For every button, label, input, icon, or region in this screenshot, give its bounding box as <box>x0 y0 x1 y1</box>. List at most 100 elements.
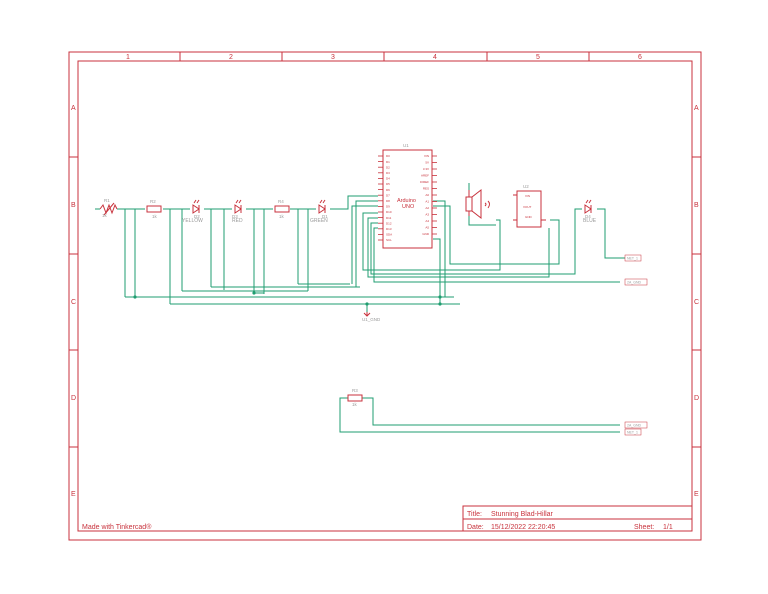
u1-pin-label-sda: SDA <box>386 233 392 237</box>
u1-pin-label-gnd: GND <box>422 232 430 236</box>
d2-value: YELLOW <box>182 218 203 224</box>
net-label-net4: 2A_GND <box>624 421 648 429</box>
junction-dot <box>438 302 442 306</box>
r4-value: 1k <box>279 214 285 219</box>
u1-name-line1: Arduino <box>397 198 416 204</box>
row-label-c-left: C <box>71 299 76 306</box>
column-label-6: 6 <box>638 54 642 61</box>
junction-dot <box>438 295 442 299</box>
u1-pin-label-a2: A2 <box>425 206 429 210</box>
u1-pin-label-33v: 3.3V <box>423 167 429 171</box>
resistor-r2[interactable]: R2 1k <box>146 199 162 219</box>
wire-d4-net <box>597 208 625 259</box>
sheet-label: Sheet: <box>634 524 654 531</box>
r2-ref: R2 <box>150 199 156 204</box>
junction-dot <box>252 291 256 295</box>
sheet-value: 1/1 <box>663 524 673 531</box>
u1-pin-label-d11: D11 <box>386 216 392 220</box>
sound-wave-icon <box>484 200 490 209</box>
u1-pin-label-d13: D13 <box>386 227 392 231</box>
u1-pin-label-ioref: IOREF <box>420 180 429 184</box>
r1-arrow <box>103 202 115 216</box>
led-d2-yellow[interactable]: D2 YELLOW <box>182 199 203 224</box>
net-label-text: NET_1 <box>627 431 638 435</box>
u1-pin-label-d4: D4 <box>386 177 390 181</box>
resistor-r1[interactable]: R1 1k <box>99 198 118 218</box>
row-label-e-right: E <box>694 491 699 498</box>
r1-value: 1k <box>102 213 108 218</box>
made-with-tinkercad: Made with Tinkercad® <box>82 523 152 531</box>
led-d1-green[interactable]: D1 GREEN <box>310 199 328 224</box>
r3-body <box>347 394 363 402</box>
column-labels: 1 2 3 4 5 6 <box>126 54 642 61</box>
u1-pin-label-a5: A5 <box>425 226 429 230</box>
r4-ref: R4 <box>278 199 284 204</box>
r4-body <box>274 205 290 213</box>
row-label-d-left: D <box>71 395 76 402</box>
d1-triangle <box>318 204 326 214</box>
u1-pin-label-d1: D1 <box>386 160 390 164</box>
u1-pin-label-d2: D2 <box>386 165 390 169</box>
r2-body <box>146 205 162 213</box>
led-d4-blue[interactable]: D4 BLUE <box>583 199 597 224</box>
u1-name-line2: UNO <box>402 204 415 210</box>
wire-u1-d10 <box>362 212 501 271</box>
wire-u1-a1 <box>433 205 560 265</box>
regulator-u2[interactable]: U2 VIN VOUT GND <box>513 184 546 228</box>
u1-pin-label-d8: D8 <box>386 199 390 203</box>
wire-u1-d13 <box>373 227 620 283</box>
u1-pin-label-d5: D5 <box>386 182 390 186</box>
wire-u1-a0 <box>433 200 446 297</box>
net-label-text: 2A_GND <box>627 424 641 428</box>
d1-value: GREEN <box>310 218 328 224</box>
wire-r3-left <box>339 397 620 433</box>
led-d3-red[interactable]: D3 RED <box>232 199 243 224</box>
d1-ref: D1 <box>322 214 328 219</box>
u2-body <box>516 190 542 228</box>
column-label-2: 2 <box>229 54 233 61</box>
d2-triangle <box>192 204 200 214</box>
sheet-frame <box>68 51 702 541</box>
date-label: Date: <box>467 524 484 531</box>
resistor-r4[interactable]: R4 1k <box>274 199 290 219</box>
u1-body <box>382 149 433 249</box>
u2-pin-gnd: GND <box>525 215 533 219</box>
wire-u1-d3 <box>351 205 378 284</box>
d2-ref: D2 <box>194 214 200 219</box>
u1-pin-label-aref: AREF <box>421 174 429 178</box>
r1-ref: R1 <box>104 198 110 203</box>
row-label-d-right: D <box>694 395 699 402</box>
u1-pin-label-d12: D12 <box>386 221 392 225</box>
junction-dot <box>365 302 369 306</box>
wires <box>95 183 625 433</box>
net-label-text: NET_1 <box>627 257 638 261</box>
row-label-b-right: B <box>694 202 699 209</box>
r2-value: 1k <box>152 214 158 219</box>
net-label-net5: NET_1 <box>624 428 642 436</box>
u1-pin-label-res: RES <box>423 187 429 191</box>
row-label-a-left: A <box>71 105 76 112</box>
u1-pin-label-d6: D6 <box>386 188 390 192</box>
arduino-uno-u1[interactable]: U1 Arduino UNO D0D1D2D3D4D5D6D7D8D9D10D1… <box>378 143 437 249</box>
u1-pin-label-scl: SCL <box>386 238 392 242</box>
d3-value: RED <box>232 218 243 224</box>
column-label-1: 1 <box>126 54 130 61</box>
u1-pin-label-d3: D3 <box>386 171 390 175</box>
u1-pin-label-d0: D0 <box>386 154 390 158</box>
u1-pin-label-a4: A4 <box>425 219 429 223</box>
d4-triangle <box>584 204 592 214</box>
wire-u1-gnd <box>433 238 441 304</box>
r3-ref: R3 <box>352 388 358 393</box>
buzzer[interactable] <box>465 188 490 220</box>
u1-pin-label-a3: A3 <box>425 213 429 217</box>
junctions <box>133 291 442 306</box>
u1-pin-label-d7: D7 <box>386 193 390 197</box>
row-label-b-left: B <box>71 202 76 209</box>
title-value: Stunning Blad-Hillar <box>491 511 554 518</box>
resistor-r3[interactable]: R3 1k <box>347 388 363 407</box>
ground-icon <box>363 312 371 317</box>
d3-triangle <box>234 204 242 214</box>
row-label-c-right: C <box>694 299 699 306</box>
